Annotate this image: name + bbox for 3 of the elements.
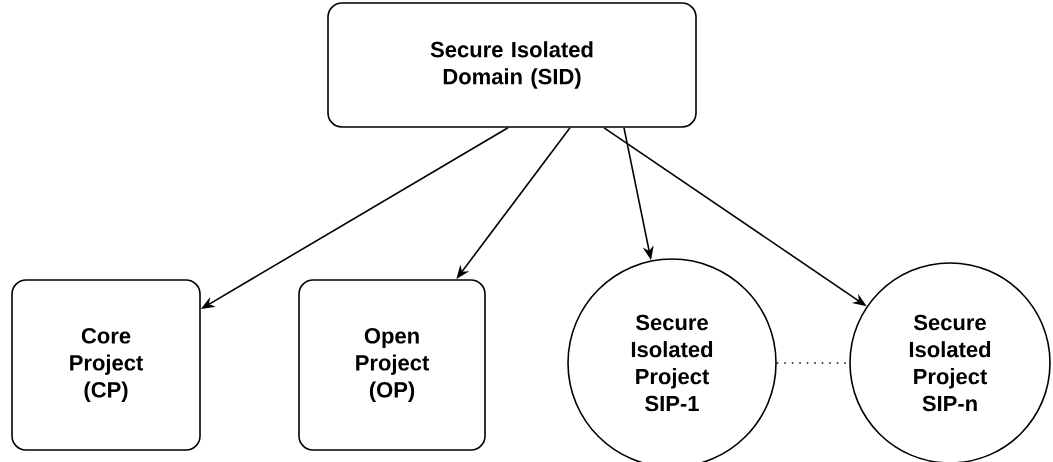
process-box: Core Project (CP) — [11, 279, 201, 451]
process-box: Secure Isolated Domain (SID) — [327, 2, 697, 128]
process-box: Open Project (OP) — [298, 279, 486, 451]
